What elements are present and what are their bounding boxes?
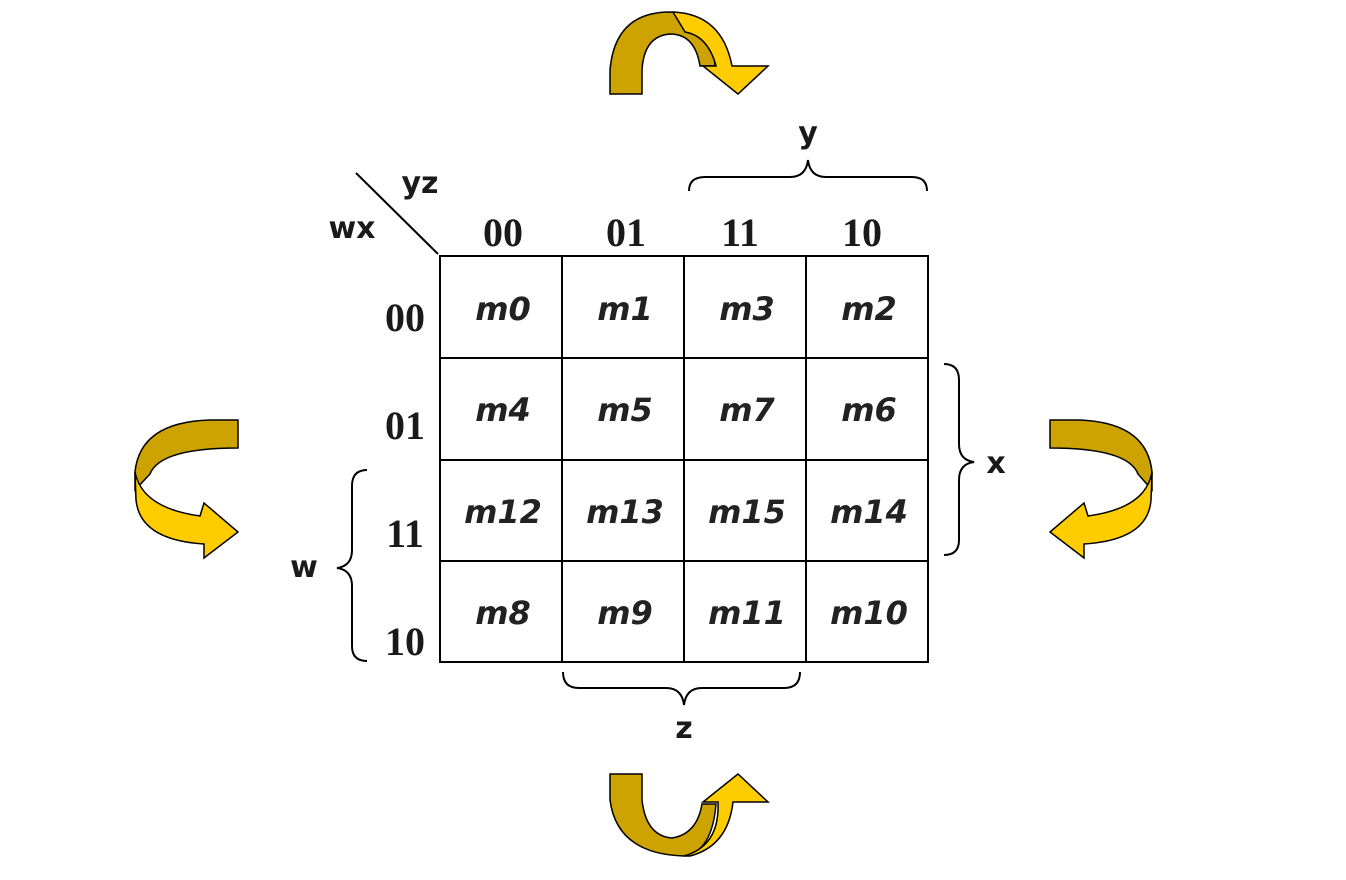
row-vars-label: wx bbox=[328, 211, 375, 246]
minterm-cell: m0 bbox=[475, 290, 531, 328]
row-header: 11 bbox=[386, 511, 424, 556]
brace-left: w bbox=[290, 469, 368, 662]
row-headers: 00 01 11 10 bbox=[385, 295, 425, 664]
column-headers: 00 01 11 10 bbox=[483, 210, 882, 255]
brace-right-label: x bbox=[986, 446, 1005, 481]
wrap-arrow-right-head bbox=[1048, 471, 1153, 560]
minterm-cell: m2 bbox=[841, 290, 897, 328]
brace-top-label: y bbox=[798, 116, 818, 151]
minterm-cell: m9 bbox=[597, 594, 653, 632]
kmap-cells: m0 m1 m3 m2 m4 m5 m7 m6 m12 m13 m15 m14 … bbox=[464, 290, 908, 632]
minterm-cell: m13 bbox=[586, 493, 664, 531]
wrap-arrow-left bbox=[134, 419, 240, 560]
col-header: 00 bbox=[483, 210, 523, 255]
minterm-cell: m5 bbox=[597, 391, 653, 429]
brace-right: x bbox=[943, 363, 1006, 556]
minterm-cell: m14 bbox=[830, 493, 908, 531]
col-header: 01 bbox=[606, 210, 646, 255]
wrap-arrow-bottom-tail bbox=[609, 773, 717, 857]
wrap-arrow-bottom-head bbox=[683, 773, 770, 857]
corner-diagonal bbox=[355, 172, 439, 255]
minterm-cell: m11 bbox=[708, 594, 786, 632]
wrap-arrow-right bbox=[1048, 419, 1153, 560]
minterm-cell: m6 bbox=[841, 391, 897, 429]
brace-top: y bbox=[688, 116, 928, 192]
kmap-grid bbox=[439, 255, 929, 663]
col-vars-label: yz bbox=[401, 166, 438, 201]
wrap-arrow-top bbox=[609, 11, 770, 95]
brace-left-shape bbox=[336, 469, 368, 662]
minterm-cell: m15 bbox=[708, 493, 786, 531]
minterm-cell: m3 bbox=[719, 290, 775, 328]
minterm-cell: m10 bbox=[830, 594, 908, 632]
row-header: 00 bbox=[385, 295, 425, 340]
wrap-arrow-bottom bbox=[609, 773, 770, 857]
wrap-arrow-top-head bbox=[671, 11, 770, 95]
brace-left-label: w bbox=[290, 550, 318, 585]
brace-right-shape bbox=[943, 363, 975, 556]
brace-bottom-shape bbox=[562, 671, 801, 706]
wrap-arrow-left-tail bbox=[134, 419, 239, 492]
wrap-arrow-right-tail bbox=[1049, 419, 1153, 492]
row-header: 10 bbox=[385, 619, 425, 664]
brace-bottom-label: z bbox=[675, 711, 692, 746]
minterm-cell: m4 bbox=[475, 391, 531, 429]
col-header: 11 bbox=[721, 210, 759, 255]
brace-bottom: z bbox=[562, 671, 801, 746]
row-header: 01 bbox=[385, 403, 425, 448]
col-header: 10 bbox=[842, 210, 882, 255]
minterm-cell: m8 bbox=[475, 594, 531, 632]
minterm-cell: m12 bbox=[464, 493, 542, 531]
brace-top-shape bbox=[688, 159, 928, 192]
wrap-arrow-left-head bbox=[134, 471, 240, 560]
minterm-cell: m7 bbox=[719, 391, 775, 429]
minterm-cell: m1 bbox=[597, 290, 653, 328]
